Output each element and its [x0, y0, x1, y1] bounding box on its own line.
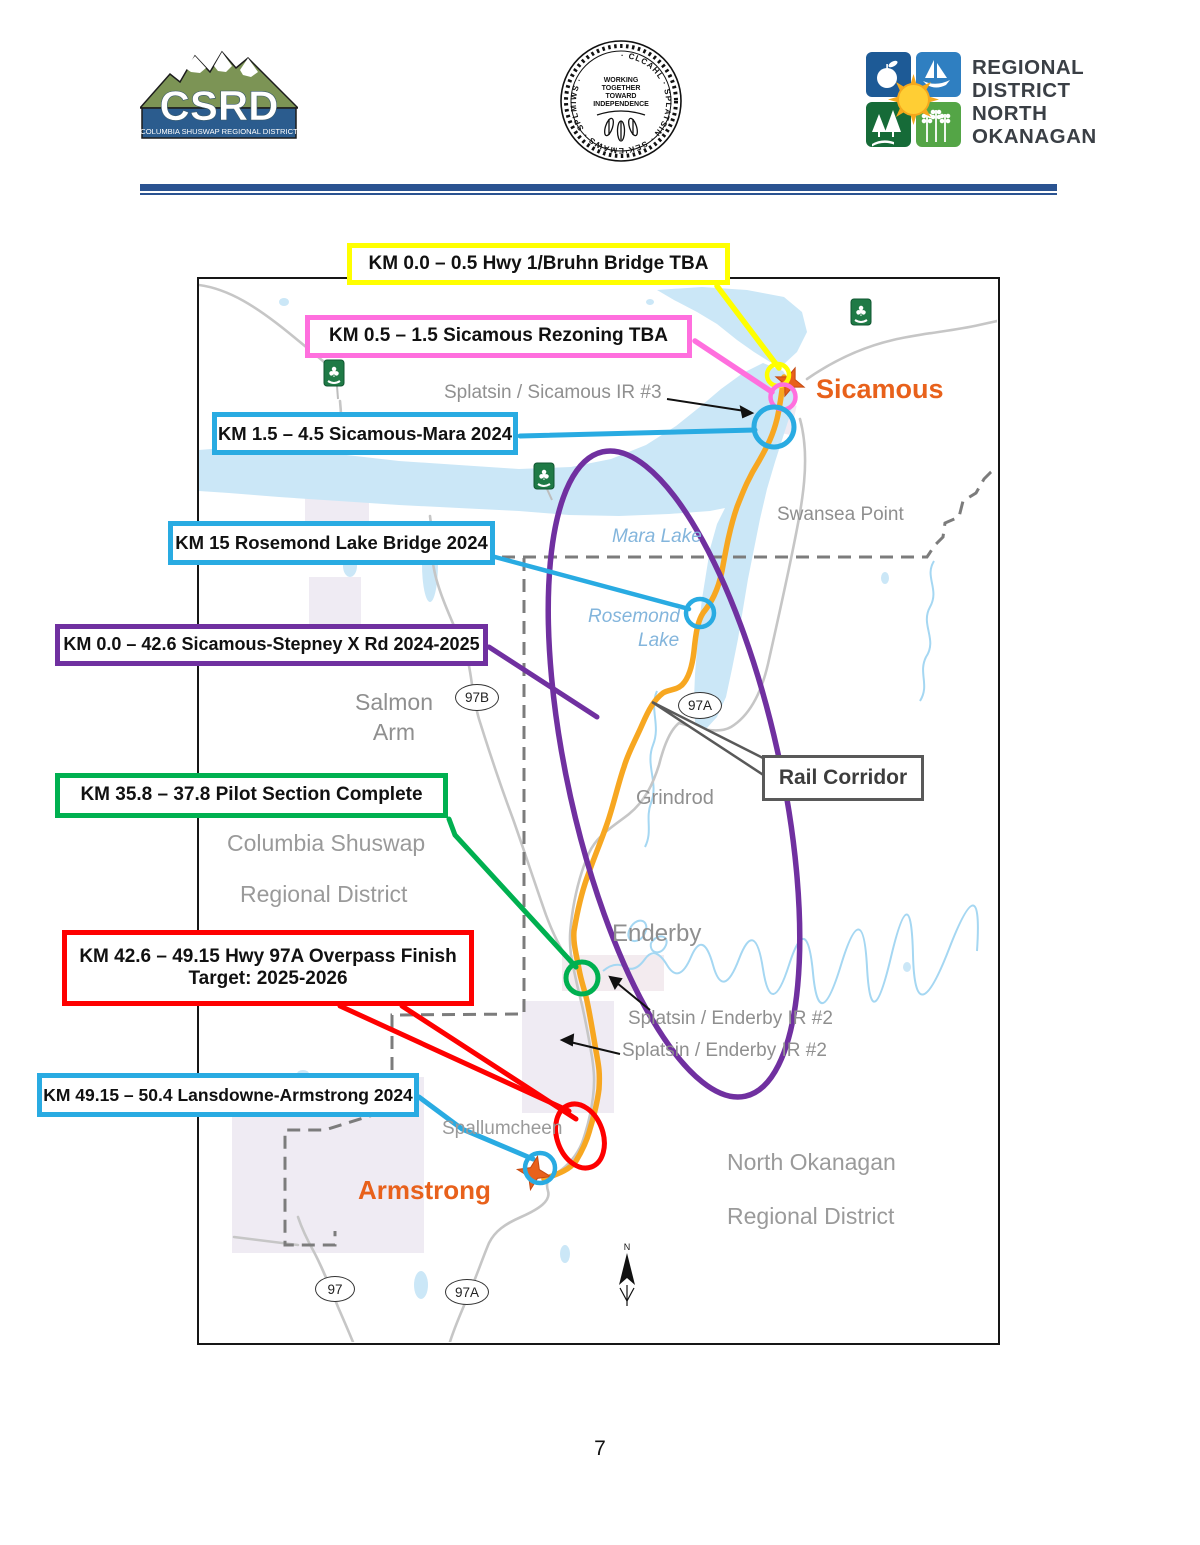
- label-rosemond-lake: Lake: [638, 630, 680, 651]
- header: CSRD COLUMBIA SHUSWAP REGIONAL DISTRICT …: [0, 0, 1200, 210]
- callout-overpass: KM 42.6 – 49.15 Hwy 97A Overpass Finish …: [62, 930, 474, 1006]
- csrd-logo: CSRD COLUMBIA SHUSWAP REGIONAL DISTRICT: [140, 50, 298, 139]
- study-area-ellipse: [545, 448, 803, 1100]
- callout-rosemond-bridge: KM 15 Rosemond Lake Bridge 2024: [168, 521, 495, 565]
- rdno-line: REGIONAL: [972, 56, 1085, 79]
- section-markers: [522, 361, 798, 1186]
- label-grindrod: Grindrod: [636, 787, 714, 809]
- north-lake: [657, 287, 807, 364]
- marker-overpass: [553, 1101, 607, 1171]
- north-arrow-icon: N: [619, 1242, 635, 1306]
- leader-overpass-1: [337, 1003, 572, 1114]
- leader-overpass-2: [399, 1003, 579, 1122]
- park-icon: ♣: [533, 462, 555, 501]
- seal-motto-3: TOWARD: [606, 93, 637, 100]
- header-divider: [140, 184, 1057, 195]
- district-boundaries: [283, 465, 997, 1247]
- leader-pilot: [446, 816, 579, 970]
- csrd-acronym: CSRD: [159, 82, 278, 129]
- leader-sicamous-mara: [517, 427, 758, 439]
- callout-pilot-section: KM 35.8 – 37.8 Pilot Section Complete: [55, 773, 448, 818]
- label-mara-lake: Mara Lake: [612, 526, 702, 547]
- marker-rosemond: [683, 596, 717, 630]
- label-splatsin-enderby-ir2-b: Splatsin / Enderby IR #2: [622, 1040, 827, 1061]
- rdno-logo: [866, 52, 961, 147]
- callout-sicamous-rezoning: KM 0.5 – 1.5 Sicamous Rezoning TBA: [305, 315, 692, 358]
- highway-shield-97a-bottom: 97A: [445, 1279, 489, 1305]
- rdno-line: DISTRICT: [972, 79, 1071, 102]
- callout-sicamous-stepney: KM 0.0 – 42.6 Sicamous-Stepney X Rd 2024…: [55, 624, 488, 666]
- csrd-caption: COLUMBIA SHUSWAP REGIONAL DISTRICT: [140, 127, 298, 136]
- label-salmon-arm: Salmon Arm: [355, 689, 433, 745]
- svg-text:♣: ♣: [538, 468, 551, 484]
- trees-icon: [872, 110, 901, 147]
- label-nord-1: North Okanagan: [727, 1149, 896, 1175]
- splatsin-seal: · CLCAHL · SPLATSIN · SEK'EMAWS · SPLMIW…: [560, 40, 682, 162]
- page-number: 7: [594, 1437, 606, 1460]
- leader-stepney: [486, 644, 600, 720]
- apple-icon: [877, 60, 898, 88]
- label-spallumcheen: Spallumcheen: [442, 1118, 563, 1139]
- svg-text:♣: ♣: [328, 365, 341, 381]
- rail-corridor-box: Rail Corridor: [762, 755, 924, 801]
- highway-shield-97a-mid: 97A: [678, 692, 722, 719]
- rdno-wordmark: REGIONAL DISTRICT NORTH OKANAGAN: [972, 56, 1097, 148]
- park-icon: ♣: [850, 298, 872, 326]
- label-enderby: Enderby: [612, 920, 702, 947]
- callout-sicamous-mara: KM 1.5 – 4.5 Sicamous-Mara 2024: [212, 412, 518, 455]
- marker-pilot-section: [563, 959, 601, 997]
- label-sicamous: Sicamous: [816, 374, 944, 404]
- shuswap-mara-lake: [199, 363, 796, 734]
- callout-lansdowne-armstrong: KM 49.15 – 50.4 Lansdowne-Armstrong 2024: [37, 1073, 419, 1117]
- annotation-arrows: [559, 398, 755, 1055]
- marker-lansdowne: [522, 1150, 558, 1186]
- label-swansea-point: Swansea Point: [777, 504, 904, 525]
- lakes: [199, 287, 911, 1299]
- svg-text:N: N: [624, 1242, 631, 1252]
- leader-lansdowne: [416, 1094, 536, 1162]
- label-splatsin-sicamous-ir3: Splatsin / Sicamous IR #3: [444, 382, 662, 403]
- label-splatsin-enderby-ir2-a: Splatsin / Enderby IR #2: [628, 1008, 833, 1029]
- label-nord-2: Regional District: [727, 1203, 895, 1229]
- highway-shield-97: 97: [315, 1276, 355, 1302]
- rdno-line: NORTH: [972, 102, 1048, 125]
- highway-shield-97b: 97B: [455, 684, 499, 711]
- sicamous-star: [774, 366, 806, 398]
- seal-motto-1: WORKING: [604, 77, 639, 84]
- leader-rosemond: [492, 554, 692, 612]
- svg-text:♣: ♣: [855, 304, 868, 320]
- sun-icon: [888, 74, 939, 125]
- label-csrd-2: Regional District: [240, 881, 408, 907]
- seal-feathers: [596, 110, 646, 142]
- leader-bruhn: [714, 283, 782, 371]
- marker-sicamous-mara: [751, 404, 797, 450]
- rdno-line: OKANAGAN: [972, 125, 1097, 148]
- label-csrd-1: Columbia Shuswap: [227, 830, 426, 856]
- sailboat-icon: [923, 60, 950, 88]
- seal-motto-4: INDEPENDENCE: [593, 101, 649, 108]
- callout-bruhn-bridge: KM 0.0 – 0.5 Hwy 1/Bruhn Bridge TBA: [347, 243, 730, 285]
- seal-motto-2: TOGETHER: [602, 85, 641, 92]
- label-armstrong: Armstrong: [358, 1175, 491, 1205]
- leader-rezoning: [692, 338, 775, 395]
- label-rosemond: Rosemond: [588, 606, 680, 627]
- callout-leaders: [337, 283, 782, 1162]
- park-icon: ♣: [323, 359, 345, 400]
- rail-corridor-line: [541, 374, 787, 1182]
